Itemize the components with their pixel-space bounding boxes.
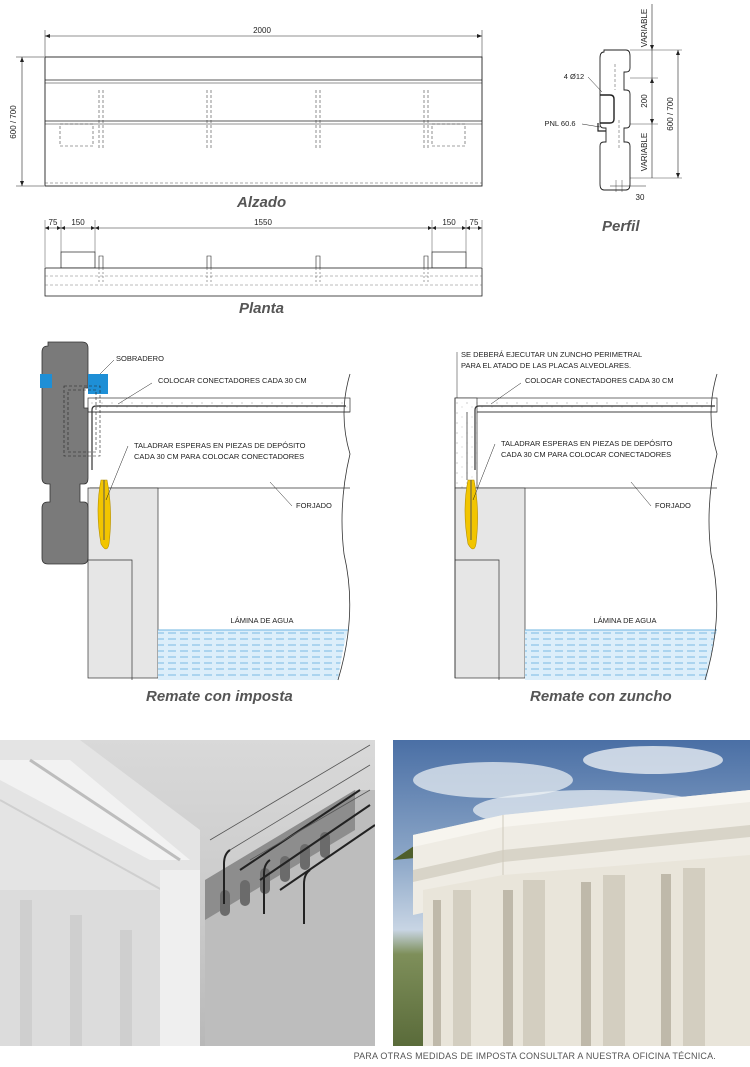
plan-drawing: 75 150 1550 150 75: [44, 218, 483, 297]
imposta-taladrar-label-2: CADA 30 CM PARA COLOCAR CONECTADORES: [134, 452, 304, 461]
imposta-caption: Remate con imposta: [146, 688, 293, 705]
plan-dim-5: 75: [470, 218, 479, 227]
zuncho-taladrar-label-2: CADA 30 CM PARA COLOCAR CONECTADORES: [501, 450, 671, 459]
zuncho-label-1: SE DEBERÁ EJECUTAR UN ZUNCHO PERIMETRAL: [461, 350, 642, 359]
imposta-conectadores-label: COLOCAR CONECTADORES CADA 30 CM: [158, 376, 307, 385]
imposta-sobradero-label: SOBRADERO: [116, 354, 164, 363]
zuncho-taladrar-label-1: TALADRAR ESPERAS EN PIEZAS DE DEPÓSITO: [501, 439, 673, 448]
render-image: [0, 740, 375, 1046]
elevation-caption: Alzado: [237, 194, 287, 211]
elevation-drawing: 2000 600 / 700: [9, 26, 483, 187]
zuncho-label-2: PARA EL ATADO DE LAS PLACAS ALVEOLARES.: [461, 361, 631, 370]
zuncho-caption: Remate con zuncho: [530, 688, 672, 705]
plan-dim-1: 75: [49, 218, 58, 227]
elevation-width-dim: 2000: [253, 26, 271, 35]
profile-drawing: 4 Ø12 PNL 60.6 VARIABLE 200 VARIABLE 600…: [545, 4, 682, 202]
profile-total-dim: 600 / 700: [666, 97, 675, 131]
elevation-height-dim: 600 / 700: [9, 105, 18, 139]
plan-dim-2: 150: [71, 218, 85, 227]
profile-200-dim: 200: [640, 94, 649, 108]
site-photo: [393, 740, 750, 1046]
imposta-forjado-label: FORJADO: [296, 501, 332, 510]
imposta-agua-label: LÁMINA DE AGUA: [231, 616, 294, 625]
footer-note: PARA OTRAS MEDIDAS DE IMPOSTA CONSULTAR …: [353, 1051, 716, 1061]
detail-imposta-drawing: SOBRADERO COLOCAR CONECTADORES CADA 30 C…: [40, 341, 351, 688]
plan-caption: Planta: [239, 300, 285, 317]
detail-zuncho-drawing: SE DEBERÁ EJECUTAR UN ZUNCHO PERIMETRAL …: [454, 350, 718, 681]
zuncho-forjado-label: FORJADO: [655, 501, 691, 510]
plan-dim-4: 150: [442, 218, 456, 227]
zuncho-agua-label: LÁMINA DE AGUA: [594, 616, 657, 625]
profile-pnl-label: PNL 60.6: [545, 119, 576, 128]
profile-caption: Perfil: [602, 218, 640, 235]
plan-dim-3: 1550: [254, 218, 272, 227]
photo-illustration: [393, 746, 750, 1046]
profile-30-dim: 30: [636, 193, 645, 202]
profile-bars-label: 4 Ø12: [564, 72, 584, 81]
profile-variable-bottom-dim: VARIABLE: [640, 133, 649, 172]
profile-variable-top-dim: VARIABLE: [640, 9, 649, 48]
zuncho-conectadores-label: COLOCAR CONECTADORES CADA 30 CM: [525, 376, 674, 385]
imposta-taladrar-label-1: TALADRAR ESPERAS EN PIEZAS DE DEPÓSITO: [134, 441, 306, 450]
render-illustration: [0, 740, 375, 1046]
